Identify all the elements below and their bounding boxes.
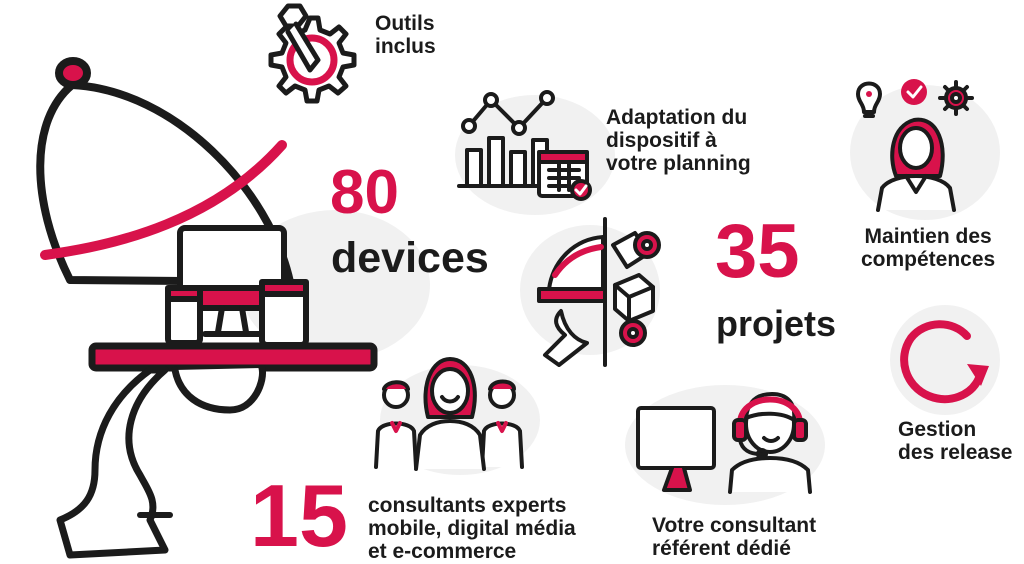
planning-label: Adaptation du dispositif à votre plannin…: [606, 106, 751, 175]
wrench-gear-icon: [268, 3, 357, 104]
skills-label-line: compétences: [861, 248, 996, 271]
team-people-icon: [374, 357, 524, 471]
planning-label-line: Adaptation du: [606, 106, 748, 129]
referent-label-line: référent dédié: [652, 537, 791, 560]
projects-count: 35: [715, 209, 800, 294]
release-label: Gestion des release: [898, 418, 1012, 464]
planning-label-line: votre planning: [606, 152, 751, 175]
projects-label: projets: [716, 303, 837, 344]
tools-label-line: inclus: [375, 35, 436, 58]
referent-label-line: Votre consultant: [652, 514, 817, 537]
serving-cloche-devices-icon: [36, 57, 378, 559]
release-label-line: Gestion: [898, 418, 977, 441]
chart-calendar-icon: [457, 90, 592, 201]
consultants-count: 15: [250, 466, 348, 564]
consultants-label-line: consultants experts: [368, 494, 567, 517]
release-label-line: des release: [898, 441, 1013, 464]
skills-label: Maintien des compétences: [861, 225, 995, 271]
woman-ideas-icon: [856, 79, 974, 212]
devices-count: 80: [330, 158, 399, 227]
skills-label-line: Maintien des: [864, 225, 992, 248]
referent-label: Votre consultant référent dédié: [652, 514, 816, 560]
cloche-cube-gears-icon: [537, 217, 661, 367]
consultants-label-line: mobile, digital média: [368, 517, 576, 540]
tools-label-line: Outils: [375, 12, 435, 35]
tools-label: Outils inclus: [375, 12, 436, 58]
refresh-cycle-icon: [900, 320, 989, 404]
consultants-label-line: et e-commerce: [368, 540, 517, 563]
headset-consultant-icon: [636, 392, 812, 494]
devices-label: devices: [331, 234, 489, 282]
planning-label-line: dispositif à: [606, 129, 717, 152]
consultants-label: consultants experts mobile, digital médi…: [368, 494, 576, 563]
